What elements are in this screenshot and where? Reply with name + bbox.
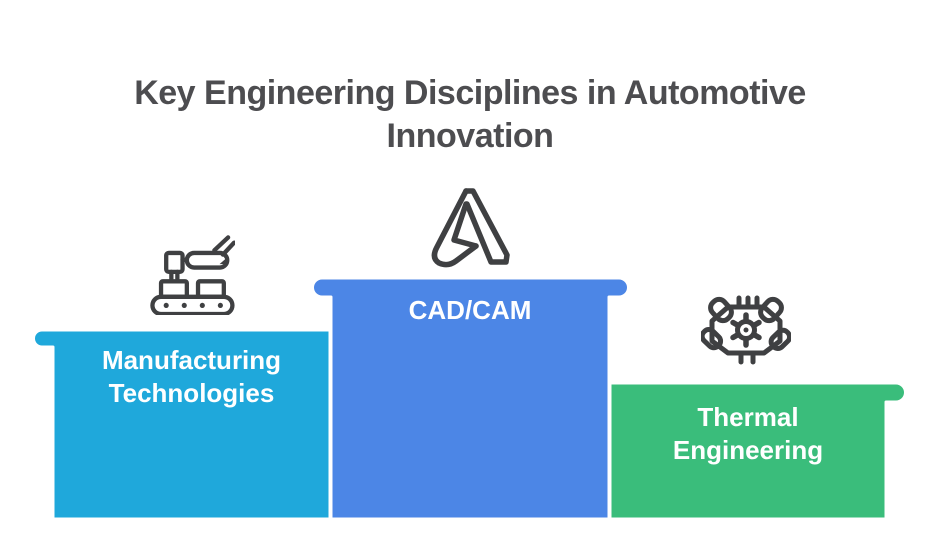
engine-piston-bottom-right: [768, 327, 793, 351]
podium-label-manufacturing-line1: Manufacturing: [101, 345, 282, 375]
podium-label-thermal: Thermal Engineering: [610, 401, 886, 467]
podium-bar-cadcam: [311, 276, 630, 521]
autodesk-inner-fold: [451, 201, 479, 249]
podium-bar-manufacturing: [32, 328, 332, 521]
autodesk-right-leg: [463, 188, 510, 265]
engine-piston-bottom-left: [699, 327, 724, 351]
conveyor-belt: [150, 294, 235, 317]
belt-roller: [163, 302, 169, 308]
engine-piston-top-left: [708, 296, 734, 324]
robotic-arm-conveyor-fills: [163, 258, 227, 308]
podium-label-thermal-line2: Engineering: [672, 435, 824, 465]
gear-ring: [735, 319, 757, 341]
engine-top-fins: [736, 295, 760, 310]
engine-gear-strokes: [699, 295, 793, 365]
podium-label-cadcam-line1: CAD/CAM: [408, 295, 532, 325]
arm-gripper-wedge: [219, 258, 227, 265]
autodesk-left-leg: [431, 188, 479, 268]
gear-teeth: [730, 312, 762, 348]
engine-bottom-fins: [738, 350, 756, 365]
belt-roller: [217, 302, 223, 308]
podium-bar-thermal: [608, 381, 907, 521]
engine-gear-icon: [699, 291, 793, 369]
belt-roller: [181, 302, 187, 308]
podium-label-manufacturing-line2: Technologies: [108, 378, 275, 408]
robot-arm-prongs: [212, 235, 237, 257]
page-title: Key Engineering Disciplines in Automotiv…: [0, 72, 940, 158]
page-title-line2: Innovation: [386, 117, 554, 155]
conveyor-box-left: [158, 279, 189, 299]
autodesk-logo-icon: [420, 184, 520, 272]
gear-center-dot: [743, 327, 749, 333]
belt-roller: [199, 302, 205, 308]
podium-label-manufacturing: Manufacturing Technologies: [53, 344, 330, 410]
robot-arm-nozzle: [169, 269, 180, 281]
podium-label-cadcam: CAD/CAM: [331, 295, 609, 325]
autodesk-logo-strokes: [431, 188, 510, 268]
robot-arm-post: [164, 250, 185, 274]
robotic-arm-conveyor-strokes: [150, 235, 237, 317]
robotic-arm-conveyor-icon: [149, 233, 237, 317]
engine-piston-top-right: [758, 296, 784, 324]
page-title-line1: Key Engineering Disciplines in Automotiv…: [134, 74, 806, 112]
conveyor-box-right: [195, 279, 226, 299]
podium-label-thermal-line1: Thermal: [697, 402, 799, 432]
